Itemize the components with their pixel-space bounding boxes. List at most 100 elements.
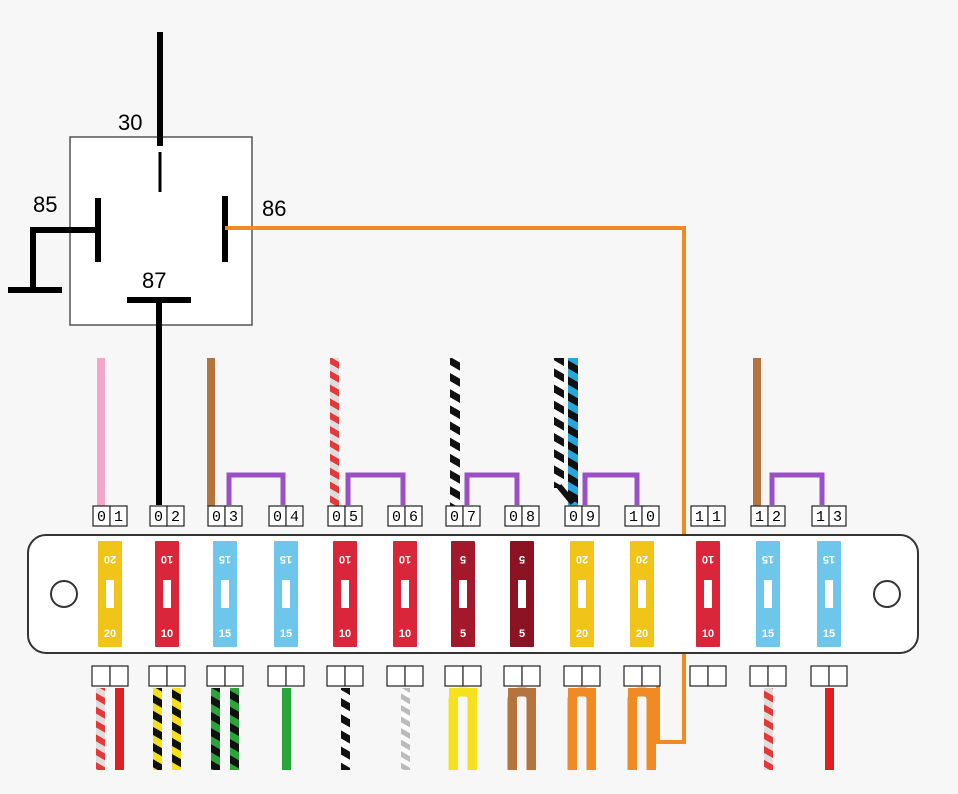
bottom-connector-12 (749, 665, 787, 770)
fuse-window (764, 580, 772, 608)
connector-cell (166, 665, 186, 687)
fuse-window (459, 580, 467, 608)
fuse-rating-top: 15 (823, 553, 835, 565)
connector-cell (810, 665, 830, 687)
slot-digit: 5 (349, 509, 358, 526)
fuses: 2020101015151515101010105555202020201010… (98, 541, 841, 647)
top-wire-05 (330, 358, 339, 506)
fuse-window (106, 580, 114, 608)
slot-digit-box (521, 505, 540, 527)
bottom-connector-04 (267, 665, 305, 770)
fuse-rating-bottom: 20 (636, 628, 648, 640)
slot-digit: 1 (695, 509, 704, 526)
slot-digit: 3 (833, 509, 842, 526)
jumper-05-06 (345, 472, 406, 505)
connector-cell (641, 665, 661, 687)
connector-cell (503, 665, 523, 687)
slot-digit-box (767, 505, 786, 527)
top-wire-09a (554, 358, 564, 488)
connector-cell (344, 665, 364, 687)
fuse-window (163, 580, 171, 608)
relay-86-feed-wire (225, 226, 686, 744)
bottom-connector-01 (91, 665, 129, 770)
slot-digit: 3 (229, 509, 238, 526)
fuse-rating-bottom: 20 (104, 628, 116, 640)
connector-cell (707, 665, 727, 687)
fuse-window (578, 580, 586, 608)
connector-cell (404, 665, 424, 687)
bottom-wire-loop (507, 687, 536, 770)
bottom-wire (211, 688, 220, 770)
bottom-wire (96, 688, 105, 770)
fuse-rating-bottom: 5 (519, 628, 525, 640)
bottom-wire (230, 688, 239, 770)
slot-digit: 2 (171, 509, 180, 526)
slot-digit-box (462, 505, 481, 527)
slot-digit-box (404, 505, 423, 527)
connector-cell (148, 665, 168, 687)
slot-digit: 7 (467, 509, 476, 526)
slot-digit-box (581, 505, 600, 527)
bottom-connector-13 (810, 665, 848, 770)
slot-digit-box (285, 505, 304, 527)
connector-cell (91, 665, 111, 687)
slot-digit: 0 (569, 509, 578, 526)
fuse-rating-bottom: 15 (280, 628, 292, 640)
bottom-wire (825, 688, 834, 770)
connector-cell (828, 665, 848, 687)
relay: 30 85 86 87 (8, 32, 286, 505)
jumper-03-04 (226, 472, 286, 505)
fuse-rating-top: 20 (636, 553, 648, 565)
jumper-12-13 (769, 472, 825, 505)
slot-digit-box (109, 505, 128, 527)
connector-cell (749, 665, 769, 687)
fuse-rating-top: 15 (219, 553, 231, 565)
fuse-08[interactable]: 55 (510, 541, 534, 647)
top-wire-01 (97, 358, 105, 506)
connector-cell (623, 665, 643, 687)
slot-digit-box (828, 505, 847, 527)
connector-cell (206, 665, 226, 687)
bottom-connector-08 (503, 665, 541, 770)
mount-hole-right (873, 580, 901, 608)
fuse-window (341, 580, 349, 608)
bottom-connector-05 (326, 665, 364, 770)
slot-digit: 2 (772, 509, 781, 526)
fuse-07[interactable]: 55 (451, 541, 475, 647)
slot-digit: 0 (509, 509, 518, 526)
slot-digit: 1 (755, 509, 764, 526)
bottom-wire (115, 688, 124, 770)
fuse-window (221, 580, 229, 608)
slot-digit: 0 (450, 509, 459, 526)
bottom-connector-02 (148, 665, 186, 770)
top-wire-09b (568, 358, 578, 506)
fuse-rating-top: 10 (702, 553, 714, 565)
bottom-wire-loop (627, 687, 656, 770)
bottom-wire (172, 688, 181, 770)
slot-digit: 8 (526, 509, 535, 526)
connector-cell (267, 665, 287, 687)
bottom-connector-03 (206, 665, 244, 770)
fuse-rating-top: 5 (460, 553, 466, 565)
fuse-rating-top: 10 (399, 553, 411, 565)
connector-cell (521, 665, 541, 687)
